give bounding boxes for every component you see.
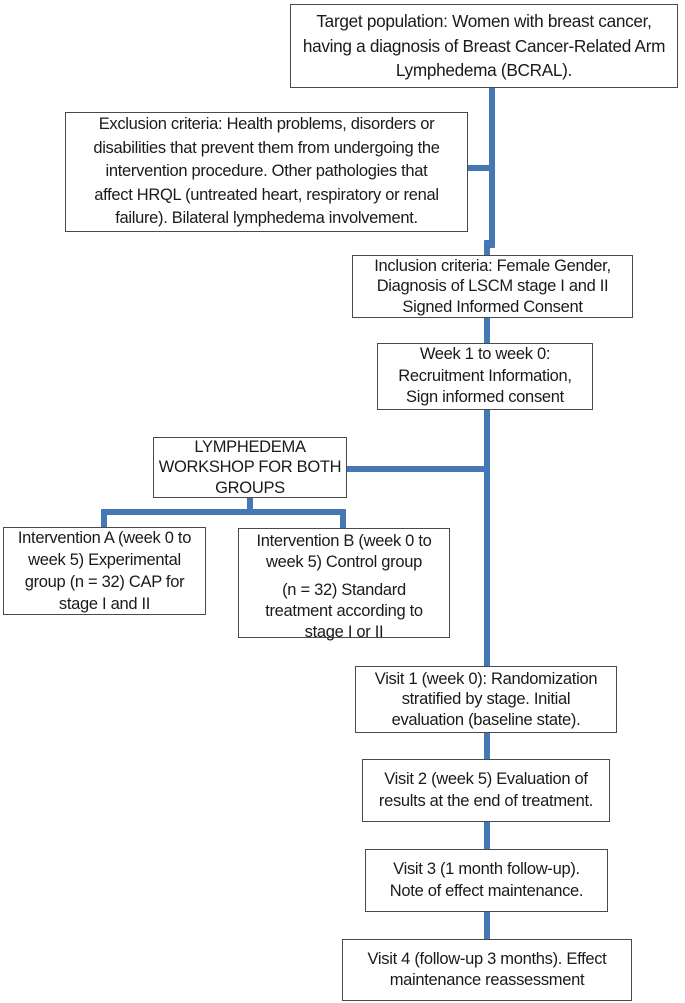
exclusion-criteria-text: Exclusion criteria: Health problems, dis… <box>93 115 440 228</box>
target-population-text: Target population: Women with breast can… <box>302 10 666 81</box>
week-recruitment-box: Week 1 to week 0: Recruitment Informatio… <box>377 343 593 410</box>
visit-3-text: Visit 3 (1 month follow-up). Note of eff… <box>389 860 584 900</box>
intervention-a-box: Intervention A (week 0 to week 5) Experi… <box>3 527 206 615</box>
connector-branch-left-drop <box>101 511 107 528</box>
connector-main-lower <box>484 240 490 940</box>
connector-exclusion <box>467 165 493 171</box>
visit-2-box: Visit 2 (week 5) Evaluation of results a… <box>362 759 610 822</box>
intervention-b-text-paragraph-2: (n = 32) Standard treatment according to… <box>265 581 423 641</box>
target-population-box: Target population: Women with breast can… <box>290 4 678 88</box>
intervention-a-text: Intervention A (week 0 to week 5) Experi… <box>17 529 192 613</box>
visit-3-box: Visit 3 (1 month follow-up). Note of eff… <box>365 849 608 912</box>
connector-branch-right-drop <box>340 511 346 529</box>
exclusion-criteria-box: Exclusion criteria: Health problems, dis… <box>65 112 468 232</box>
connector-branch-bar <box>101 509 346 515</box>
visit-4-box: Visit 4 (follow-up 3 months). Effect mai… <box>342 939 632 1001</box>
lymphedema-workshop-box: LYMPHEDEMA WORKSHOP FOR BOTH GROUPS <box>153 437 347 498</box>
intervention-b-box: Intervention B (week 0 to week 5) Contro… <box>238 528 450 641</box>
visit-1-text: Visit 1 (week 0): Randomization stratifi… <box>374 670 598 729</box>
intervention-b-text-paragraph-1: Intervention B (week 0 to week 5) Contro… <box>256 532 432 571</box>
connector-workshop <box>346 466 487 472</box>
inclusion-criteria-box: Inclusion criteria: Female Gender, Diagn… <box>352 255 633 318</box>
connector-branch-stem <box>247 496 253 515</box>
visit-4-text: Visit 4 (follow-up 3 months). Effect mai… <box>367 949 607 990</box>
inclusion-criteria-text: Inclusion criteria: Female Gender, Diagn… <box>374 257 611 316</box>
visit-2-text: Visit 2 (week 5) Evaluation of results a… <box>378 770 594 810</box>
week-recruitment-text: Week 1 to week 0: Recruitment Informatio… <box>398 344 572 407</box>
lymphedema-workshop-text: LYMPHEDEMA WORKSHOP FOR BOTH GROUPS <box>158 437 342 497</box>
visit-1-box: Visit 1 (week 0): Randomization stratifi… <box>355 666 617 733</box>
